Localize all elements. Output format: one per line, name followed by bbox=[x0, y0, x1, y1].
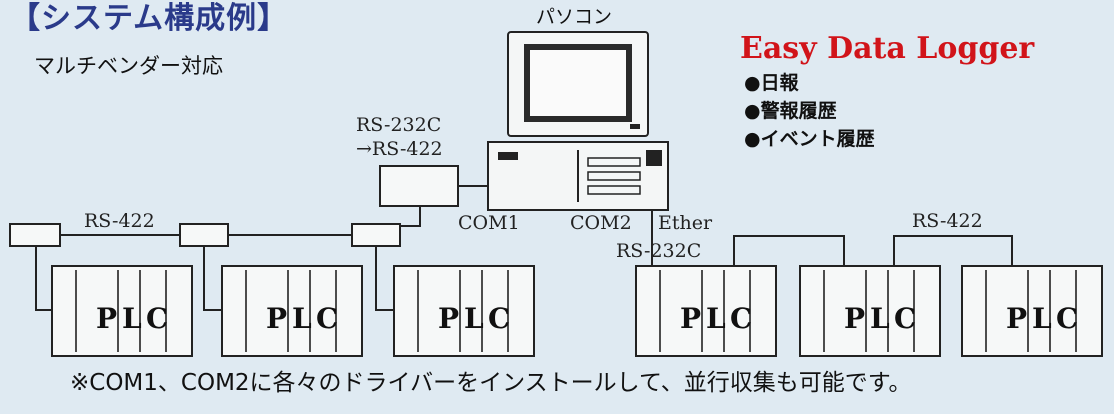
plc-letter: C bbox=[730, 302, 752, 335]
plc-letter: C bbox=[146, 302, 168, 335]
connection-lines bbox=[35, 185, 1013, 311]
plc-letter: C bbox=[488, 302, 510, 335]
footnote: ※COM1、COM2に各々のドライバーをインストールして、並行収集も可能です。 bbox=[70, 370, 912, 396]
rs232c-label: RS-232C bbox=[616, 240, 702, 262]
rs232c-rs422-converter bbox=[379, 165, 459, 207]
plc-letter: C bbox=[1056, 302, 1078, 335]
com1-label: COM1 bbox=[458, 212, 520, 234]
network-node bbox=[9, 223, 61, 247]
plc-letter: P bbox=[438, 302, 459, 335]
pc-base-unit bbox=[487, 141, 669, 211]
plc-letter: P bbox=[844, 302, 865, 335]
network-node bbox=[179, 223, 229, 247]
plc-letter: L bbox=[122, 302, 142, 335]
plc-letter: C bbox=[894, 302, 916, 335]
com2-label: COM2 bbox=[570, 212, 632, 234]
converter-label-from: RS-232C bbox=[356, 114, 442, 136]
rs422-right-label: RS-422 bbox=[912, 210, 983, 232]
rs422-left-label: RS-422 bbox=[84, 210, 155, 232]
plc-letter: L bbox=[464, 302, 484, 335]
plc-letter: P bbox=[680, 302, 701, 335]
pc-label: パソコン bbox=[536, 6, 613, 28]
pc-monitor bbox=[507, 31, 649, 137]
feature-daily-report: ●日報 bbox=[744, 72, 799, 94]
plc-letter: P bbox=[1006, 302, 1027, 335]
network-nodes bbox=[9, 223, 401, 247]
ether-label: Ether bbox=[658, 212, 713, 234]
plc-letter: C bbox=[316, 302, 338, 335]
plc-letter: L bbox=[292, 302, 312, 335]
plc-letter: P bbox=[96, 302, 117, 335]
plc-letter: L bbox=[1032, 302, 1052, 335]
network-node bbox=[351, 223, 401, 247]
plc-letter: P bbox=[266, 302, 287, 335]
diagram-title: 【システム構成例】 bbox=[10, 1, 289, 36]
plc-letter: L bbox=[870, 302, 890, 335]
feature-event-history: ●イベント履歴 bbox=[744, 128, 875, 150]
converter-label-to: →RS-422 bbox=[356, 138, 443, 160]
app-title: Easy Data Logger bbox=[740, 31, 1035, 66]
feature-alarm-history: ●警報履歴 bbox=[744, 100, 837, 122]
plc-letter: L bbox=[706, 302, 726, 335]
diagram-subtitle: マルチベンダー対応 bbox=[34, 54, 223, 78]
